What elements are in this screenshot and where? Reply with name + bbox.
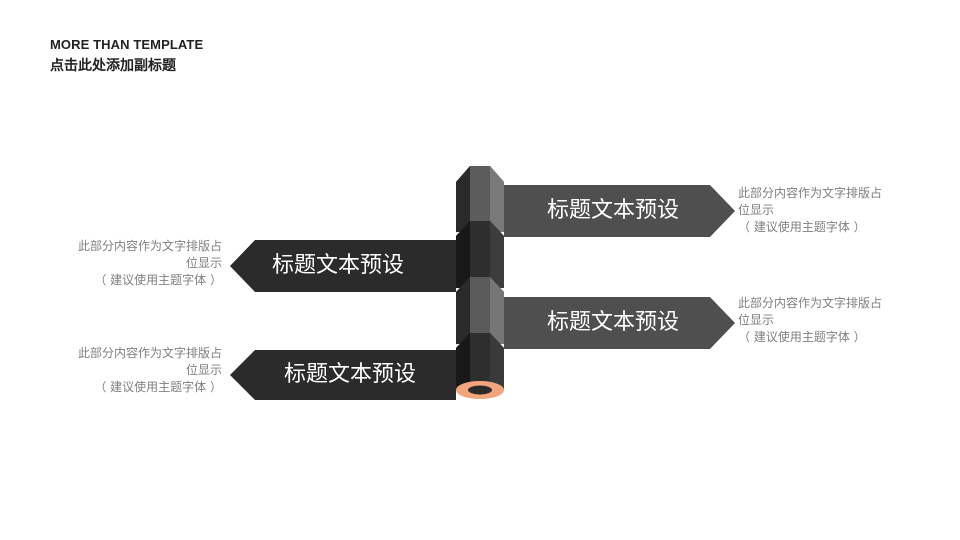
description-right-bottom: 此部分内容作为文字排版占 位显示 （ 建议使用主题字体 ）	[738, 295, 882, 346]
description-line: （ 建议使用主题字体 ）	[94, 380, 222, 394]
slide-title: MORE THAN TEMPLATE	[50, 37, 204, 52]
banner-right-top-label: 标题文本预设	[547, 198, 680, 223]
description-line: （ 建议使用主题字体 ）	[738, 330, 866, 344]
description-right-top: 此部分内容作为文字排版占 位显示 （ 建议使用主题字体 ）	[738, 185, 882, 236]
column	[456, 166, 504, 399]
description-line: 位显示	[738, 313, 775, 327]
banner-left-top-label: 标题文本预设	[272, 253, 405, 278]
description-line: 此部分内容作为文字排版占	[738, 296, 883, 310]
description-line: （ 建议使用主题字体 ）	[94, 273, 222, 287]
banner-right-top	[504, 185, 735, 237]
description-line: 此部分内容作为文字排版占	[738, 186, 883, 200]
description-line: 此部分内容作为文字排版占	[77, 239, 222, 253]
description-line: 位显示	[185, 256, 222, 270]
description-line: 此部分内容作为文字排版占	[77, 346, 222, 360]
banner-left-bottom	[230, 350, 456, 400]
slide-subtitle: 点击此处添加副标题	[50, 58, 176, 74]
description-left-top: 此部分内容作为文字排版占 位显示 （ 建议使用主题字体 ）	[78, 238, 222, 289]
banner-left-bottom-label: 标题文本预设	[284, 362, 417, 387]
banner-left-top	[230, 240, 456, 292]
description-line: （ 建议使用主题字体 ）	[738, 220, 866, 234]
description-line: 位显示	[738, 203, 775, 217]
banner-right-bottom	[504, 297, 735, 349]
description-line: 位显示	[185, 363, 222, 377]
description-left-bottom: 此部分内容作为文字排版占 位显示 （ 建议使用主题字体 ）	[78, 345, 222, 396]
banner-right-bottom-label: 标题文本预设	[547, 310, 680, 335]
